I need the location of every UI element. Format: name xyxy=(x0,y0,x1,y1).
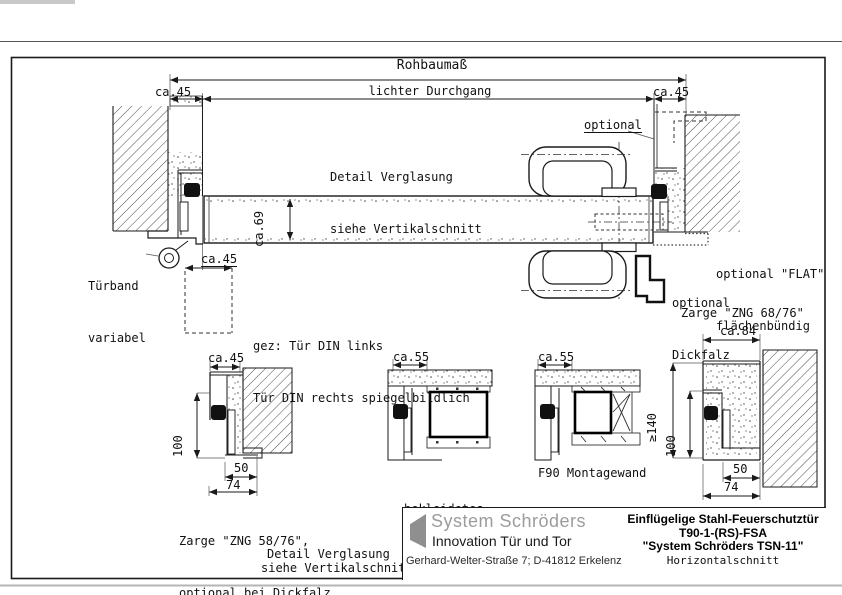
detail-left-caption-line1: Zarge "ZNG 58/76", xyxy=(179,534,310,548)
glazing-note-top-line1: Detail Verglasung xyxy=(330,170,453,184)
dim-ca69-label: ca.69 xyxy=(252,210,266,247)
door-leaf xyxy=(203,195,654,244)
din-note-line1: gez: Tür DIN links xyxy=(253,339,384,353)
detail-f90-caption: F90 Montagewand xyxy=(538,466,647,480)
dim-ca45-right-label: ca.45 xyxy=(653,85,690,99)
detail-left-caption: Zarge "ZNG 58/76", optional bei Dickfalz xyxy=(179,496,331,595)
right-wall-hatch xyxy=(684,114,740,233)
flat-variant-dotted xyxy=(653,232,709,246)
detail-left-profile xyxy=(193,361,293,496)
door-handle-bottom xyxy=(521,242,637,299)
glazing-note-bottom-line1: Detail Verglasung xyxy=(267,547,390,561)
dickfalz-option-label: optional Dickfalz xyxy=(672,258,730,400)
dim-74-left-label: 74 xyxy=(226,478,241,492)
left-wall-hatch xyxy=(112,106,169,232)
detail-right-profile xyxy=(669,334,818,500)
dim-100-left-label: 100 xyxy=(171,435,185,457)
hinge-label-line2: variabel xyxy=(88,331,146,345)
hinge-label: Türband variabel xyxy=(88,241,146,383)
dickfalz-option-line1: optional xyxy=(672,296,730,310)
din-note-line2: Tür DIN rechts spiegelbildlich xyxy=(253,391,470,405)
dickfalz-option-line2: Dickfalz xyxy=(672,348,730,362)
company-tagline: Innovation Tür und Tor xyxy=(432,533,572,549)
detail-steel-profile xyxy=(387,359,493,461)
door-handle-top xyxy=(521,142,637,300)
title-block: System Schröders Innovation Tür und Tor … xyxy=(402,507,826,580)
detail-left-caption-line2: optional bei Dickfalz xyxy=(179,586,331,595)
detail-f90-profile xyxy=(534,359,641,461)
hinge xyxy=(145,247,180,269)
drawing-title-line3: "System Schröders TSN-11" xyxy=(642,539,804,553)
right-frame-profile xyxy=(627,100,707,233)
dim-100-right-label: 100 xyxy=(664,435,678,457)
hinge-side-optional-dashed xyxy=(184,268,233,334)
company-name: System Schröders xyxy=(431,511,587,531)
optional-top-label: optional xyxy=(584,118,642,133)
dim-74-right-label: 74 xyxy=(724,480,739,494)
lock-latch xyxy=(588,213,672,231)
dim-ca45-left-label: ca.45 xyxy=(155,85,192,99)
din-note: gez: Tür DIN links Tür DIN rechts spiege… xyxy=(253,301,470,443)
drawing-title: Einflügelige Stahl-Feuerschutztür T90-1-… xyxy=(623,512,823,568)
flat-option-line1: optional "FLAT" xyxy=(716,267,825,281)
dim-50-right-label: 50 xyxy=(733,462,748,476)
dickfalz-profile xyxy=(634,254,666,304)
dim-ca55-f90-label: ca.55 xyxy=(538,350,575,364)
glazing-note-top: Detail Verglasung siehe Vertikalschnitt xyxy=(330,132,482,274)
window-edge-artifact xyxy=(0,0,75,4)
left-frame-profile xyxy=(147,95,203,251)
flat-option-line2: flächenbündig xyxy=(716,319,810,333)
drawing-title-line1: Einflügelige Stahl-Feuerschutztür xyxy=(627,512,819,526)
company-address: Gerhard-Welter-Straße 7; D-41812 Erkelen… xyxy=(406,555,622,567)
dim-ca55-steel-label: ca.55 xyxy=(393,350,430,364)
drawing-view-label: Horizontalschnitt xyxy=(666,553,780,567)
glazing-note-top-line2: siehe Vertikalschnitt xyxy=(330,222,482,236)
hinge-label-line1: Türband xyxy=(88,279,139,293)
glazing-note-bottom-line2: siehe Vertikalschnitt xyxy=(261,561,413,575)
dim-lichter-durchgang-label: lichter Durchgang xyxy=(368,84,492,98)
dim-ca45-hinge-label: ca.45 xyxy=(201,252,238,267)
dim-ca84-label: ca.84 xyxy=(720,324,757,338)
dim-50-left-label: 50 xyxy=(234,461,249,475)
detail-right-title: Zarge "ZNG 68/76" xyxy=(681,306,804,320)
drawing-title-line2: T90-1-(RS)-FSA xyxy=(678,525,767,540)
dim-ca45-detail-left-label: ca.45 xyxy=(208,351,245,365)
dim-ge140-label: ≥140 xyxy=(645,413,659,442)
schroeders-logo-icon xyxy=(410,514,426,548)
dim-rohbaumass-label: Rohbaumaß xyxy=(396,58,468,73)
flat-option-label: optional "FLAT" flächenbündig xyxy=(716,229,824,371)
